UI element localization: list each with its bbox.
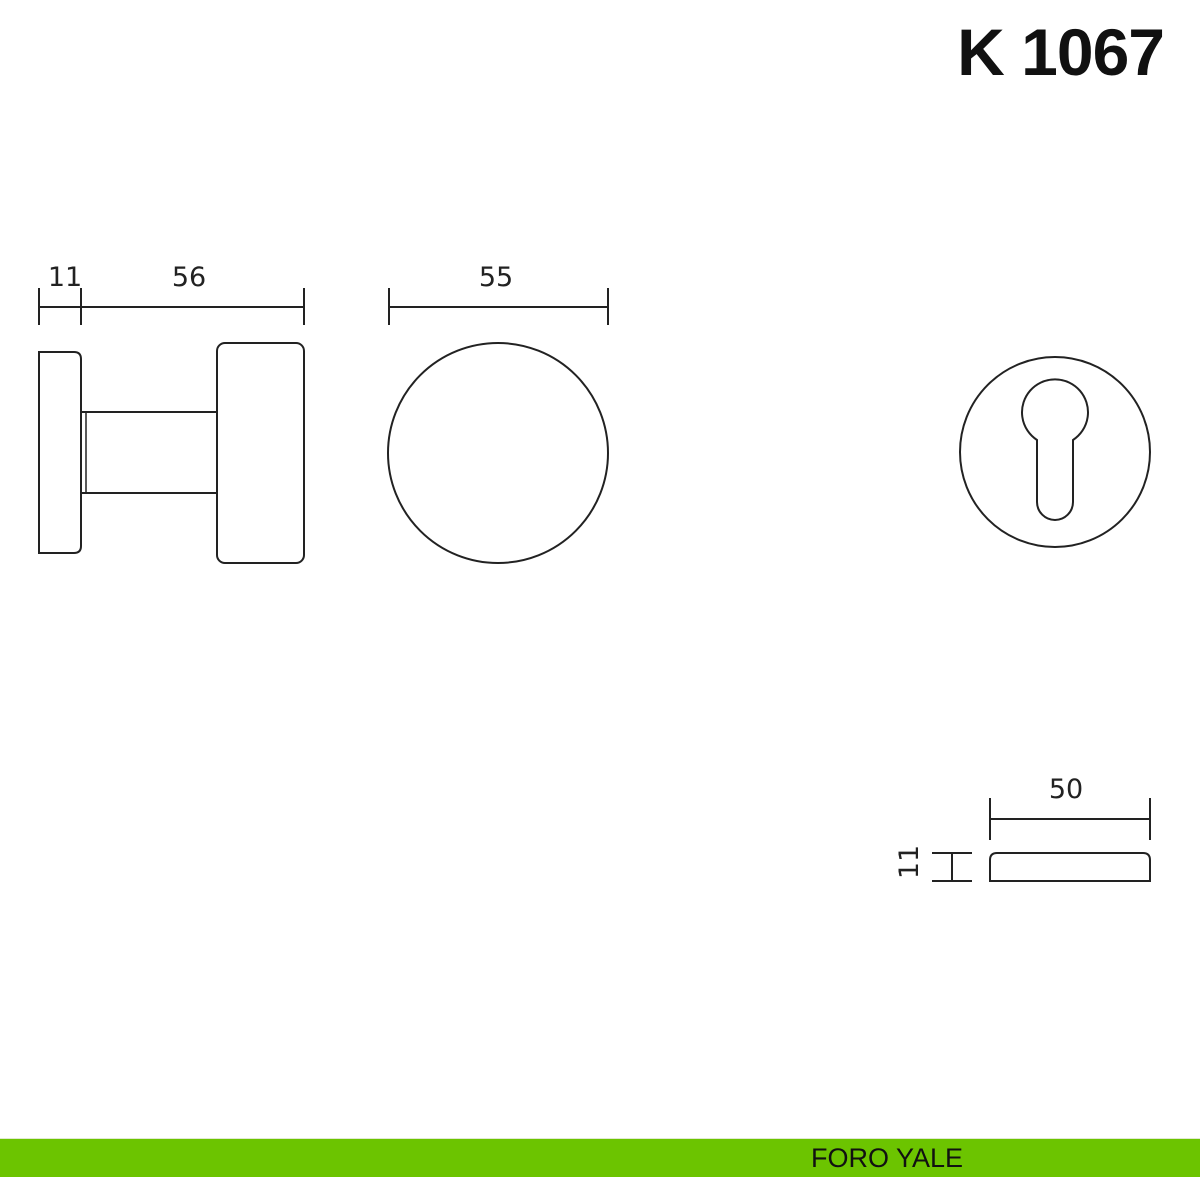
side-view-dimension: 11 56 bbox=[38, 262, 305, 325]
knob-diameter-label: 55 bbox=[479, 262, 513, 293]
footer-bar: FORO YALE bbox=[0, 1138, 1200, 1177]
escutcheon-diameter-label: 50 bbox=[1049, 774, 1083, 805]
knob-front-view: 55 bbox=[387, 262, 609, 564]
escutcheon-front-view bbox=[959, 356, 1151, 548]
footer-label: FORO YALE bbox=[811, 1143, 964, 1173]
product-code: K 1067 bbox=[957, 15, 1165, 89]
escutcheon-thickness-label: 11 bbox=[894, 845, 925, 879]
knob-projection-label: 56 bbox=[172, 262, 206, 293]
keyhole-icon bbox=[1021, 378, 1089, 521]
escutcheon-side-view: 50 11 bbox=[894, 774, 1151, 882]
rose-thickness-label: 11 bbox=[48, 262, 82, 293]
knob-side-view bbox=[38, 342, 305, 564]
